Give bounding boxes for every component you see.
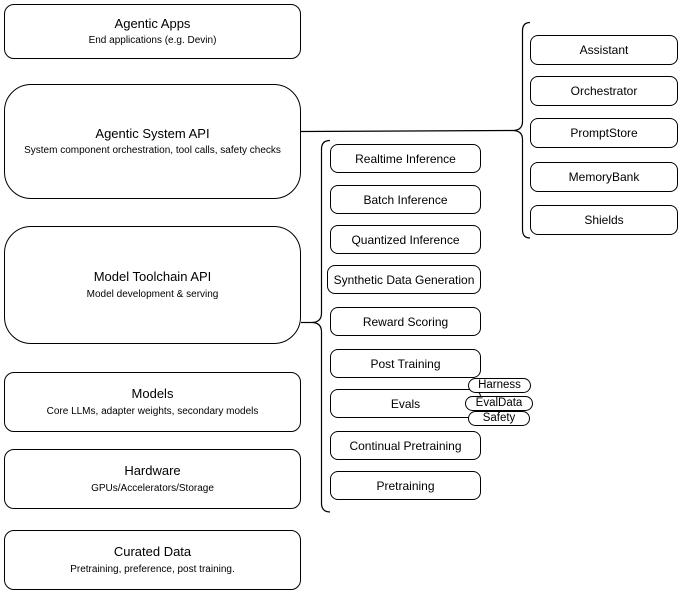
node-subtitle: Model development & serving <box>86 288 219 300</box>
node-curated-data: Curated Data Pretraining, preference, po… <box>4 530 301 590</box>
node-models: Models Core LLMs, adapter weights, secon… <box>4 372 301 432</box>
node-quantized-inference: Quantized Inference <box>330 225 481 254</box>
node-subtitle: GPUs/Accelerators/Storage <box>91 482 214 494</box>
node-post-training: Post Training <box>330 349 481 378</box>
node-agentic-system-api: Agentic System API System component orch… <box>4 84 301 199</box>
system-group-brace <box>512 21 531 239</box>
system-api-to-system-group-line <box>300 129 513 133</box>
toolchain-group-brace <box>311 139 331 513</box>
node-title: Curated Data <box>113 544 192 560</box>
node-title: Model Toolchain API <box>93 269 212 285</box>
node-title: Models <box>131 386 174 402</box>
node-reward-scoring: Reward Scoring <box>330 307 481 336</box>
node-title: Agentic System API <box>95 125 210 141</box>
node-memorybank: MemoryBank <box>530 162 678 192</box>
node-subtitle: End applications (e.g. Devin) <box>88 35 217 47</box>
node-orchestrator: Orchestrator <box>530 76 678 106</box>
tag-safety: Safety <box>468 411 530 426</box>
node-continual-pretraining: Continual Pretraining <box>330 431 481 460</box>
node-realtime-inference: Realtime Inference <box>330 144 481 173</box>
node-evals: Evals <box>330 389 481 418</box>
node-subtitle: System component orchestration, tool cal… <box>24 145 281 157</box>
node-pretraining: Pretraining <box>330 471 481 500</box>
node-shields: Shields <box>530 205 678 235</box>
node-promptstore: PromptStore <box>530 118 678 148</box>
node-model-toolchain-api: Model Toolchain API Model development & … <box>4 226 301 344</box>
node-synthetic-data-generation: Synthetic Data Generation <box>327 265 481 294</box>
node-subtitle: Core LLMs, adapter weights, secondary mo… <box>46 405 259 417</box>
node-agentic-apps: Agentic Apps End applications (e.g. Devi… <box>4 4 301 59</box>
node-title: Agentic Apps <box>114 15 191 31</box>
node-batch-inference: Batch Inference <box>330 185 481 214</box>
tag-harness: Harness <box>468 378 531 393</box>
node-subtitle: Pretraining, preference, post training. <box>70 563 235 575</box>
node-hardware: Hardware GPUs/Accelerators/Storage <box>4 449 301 509</box>
tag-evaldata: EvalData <box>465 396 533 411</box>
node-title: Hardware <box>124 463 181 479</box>
node-assistant: Assistant <box>530 35 678 65</box>
